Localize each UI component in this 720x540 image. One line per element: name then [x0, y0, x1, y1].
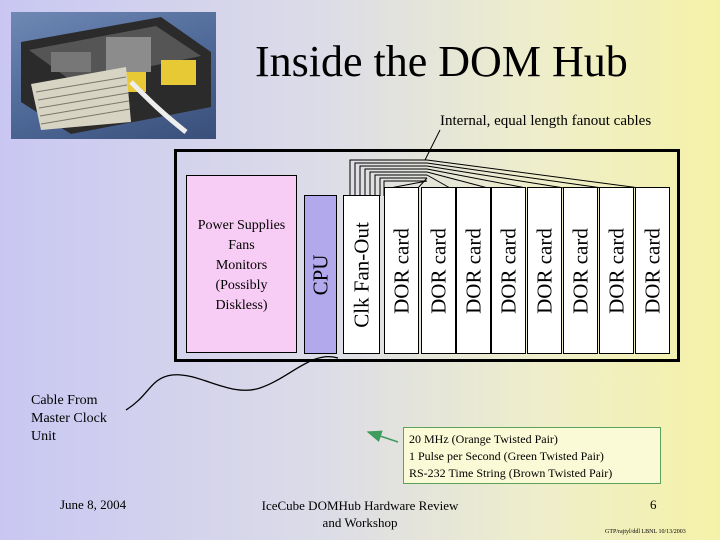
dor-card-label: DOR card — [426, 227, 450, 314]
dor-card: DOR card — [599, 187, 634, 354]
clock-fanout-card: Clk Fan-Out — [343, 195, 380, 354]
dom-hub-chassis — [174, 149, 680, 362]
fanout-cables-label: Internal, equal length fanout cables — [440, 113, 652, 129]
dor-card-label: DOR card — [568, 227, 592, 314]
dor-card: DOR card — [635, 187, 670, 354]
dor-card: DOR card — [421, 187, 456, 354]
slide-title: Inside the DOM Hub — [255, 37, 628, 86]
cable-label-line: Cable From — [31, 393, 98, 408]
signals-description-box: 20 MHz (Orange Twisted Pair) 1 Pulse per… — [403, 427, 661, 484]
dor-card: DOR card — [563, 187, 598, 354]
dor-card-label: DOR card — [604, 227, 628, 314]
dor-card: DOR card — [384, 187, 419, 354]
cable-label-line: Master Clock — [31, 411, 107, 426]
footer-credit: GTP/rajtyl/ddl LBNL 10/13/2003 — [605, 529, 686, 535]
power-box-line: Monitors — [215, 258, 268, 273]
dor-card: DOR card — [491, 187, 526, 354]
power-box-line: Diskless) — [215, 298, 268, 313]
signal-line: 20 MHz (Orange Twisted Pair) — [409, 432, 558, 446]
dor-card-label: DOR card — [532, 227, 556, 314]
signal-line: 1 Pulse per Second (Green Twisted Pair) — [409, 449, 604, 463]
master-clock-cable-label: Cable From Master Clock Unit — [31, 392, 107, 446]
dor-card-label: DOR card — [640, 227, 664, 314]
clock-fanout-label: Clk Fan-Out — [349, 221, 373, 328]
dom-hub-photo-drawing — [21, 17, 211, 134]
cpu-card: CPU — [304, 195, 337, 354]
power-box-line: (Possibly — [215, 278, 268, 293]
dor-card-label: DOR card — [461, 227, 485, 314]
dor-card-label: DOR card — [496, 227, 520, 314]
cable-label-line: Unit — [31, 429, 56, 444]
power-supplies-box: Power Supplies Fans Monitors (Possibly D… — [186, 175, 297, 353]
page-number: 6 — [650, 497, 657, 512]
power-box-line: Fans — [228, 238, 255, 253]
signal-line: RS-232 Time String (Brown Twisted Pair) — [409, 466, 613, 480]
footer-event-line: IceCube DOMHub Hardware Review — [261, 498, 459, 513]
footer-date: June 8, 2004 — [60, 497, 127, 512]
power-box-line: Power Supplies — [197, 218, 286, 233]
dor-card: DOR card — [456, 187, 491, 354]
footer-event-line: and Workshop — [322, 515, 398, 530]
cpu-label: CPU — [308, 254, 332, 295]
dor-card: DOR card — [527, 187, 562, 354]
dom-hub-photo — [11, 12, 216, 139]
dor-card-label: DOR card — [389, 227, 413, 314]
footer-event: IceCube DOMHub Hardware Review and Works… — [250, 497, 470, 531]
